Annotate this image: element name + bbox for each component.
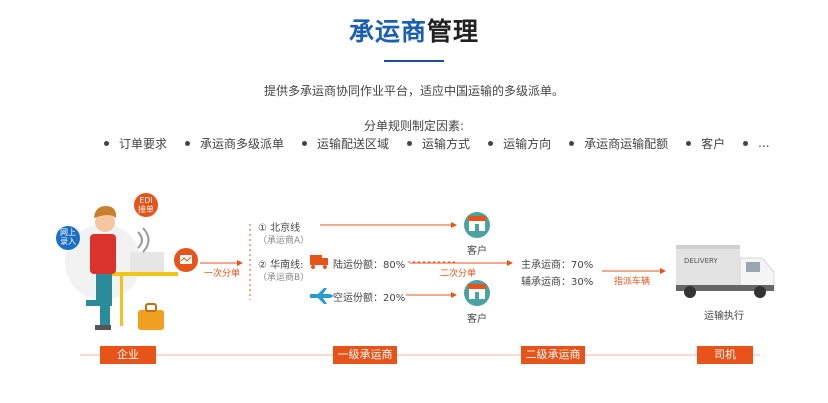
bullet-icon: [488, 140, 494, 146]
edi-badge: EDI 接单: [138, 196, 154, 214]
first-dispatch-label: 一次分单: [204, 269, 241, 279]
title-rest: 管理: [427, 17, 480, 46]
rule-item: 承运商多级派单: [185, 135, 284, 151]
delivery-truck-icon: [676, 245, 775, 298]
stage-second-carrier: 二级承运商: [521, 346, 585, 364]
assign-vehicle-label: 指派车辆: [614, 277, 651, 287]
rules-title: 分单规则制定因素:: [363, 119, 465, 133]
bullet-icon: [743, 140, 749, 146]
main-carrier-share: 主承运商：70%: [521, 260, 594, 271]
rule-item: ...: [743, 135, 770, 151]
rule-item: 客户: [686, 135, 725, 151]
route-south-carrier: （承运商B）: [258, 273, 310, 283]
bullet-icon: [104, 140, 109, 146]
plane-icon: [310, 288, 334, 304]
stage-first-carrier: 一级承运商: [333, 346, 397, 364]
customer-label: 客户: [467, 246, 487, 257]
page-description: 提供多承运商协同作业平台，适应中国运输的多级派单。: [263, 84, 564, 98]
rule-item: 订单要求: [104, 135, 167, 151]
bullet-icon: [302, 140, 308, 146]
stage-driver: 司机: [697, 346, 753, 364]
truck-delivery-text: DELIVERY: [684, 257, 718, 265]
route-beijing-carrier: （承运商A）: [258, 236, 310, 246]
bullet-icon: [407, 140, 413, 146]
truck-caption: 运输执行: [704, 311, 744, 322]
rule-item: 运输配送区域: [302, 135, 389, 151]
land-share: 陆运份额：80%: [333, 260, 406, 271]
stage-enterprise: 企业: [100, 346, 156, 364]
bullet-icon: [686, 140, 692, 146]
bullet-icon: [569, 140, 575, 146]
truck-small-icon: [310, 255, 328, 269]
customer-icon: [464, 280, 490, 306]
air-share: 空运份额：20%: [333, 293, 406, 304]
bullet-icon: [185, 140, 191, 146]
customer-icon: [464, 212, 490, 238]
rule-item: 运输方式: [407, 135, 470, 151]
route-south-label: ② 华南线:: [258, 260, 304, 271]
aux-carrier-share: 辅承运商：30%: [521, 277, 594, 288]
page-title: 承运商管理: [0, 12, 828, 48]
title-underline: [384, 60, 444, 62]
online-entry-badge: 网上 录入: [60, 228, 76, 246]
title-highlight: 承运商: [348, 17, 427, 46]
customer-label: 客户: [467, 314, 487, 325]
second-dispatch-label: 二次分单: [440, 269, 477, 279]
rule-item: 运输方向: [488, 135, 551, 151]
rules-list: 订单要求 承运商多级派单 运输配送区域 运输方式 运输方向 承运商运输配额 客户…: [104, 135, 788, 151]
route-beijing-label: ① 北京线: [258, 223, 301, 234]
enterprise-illustration: [56, 193, 198, 330]
rule-item: 承运商运输配额: [569, 135, 668, 151]
